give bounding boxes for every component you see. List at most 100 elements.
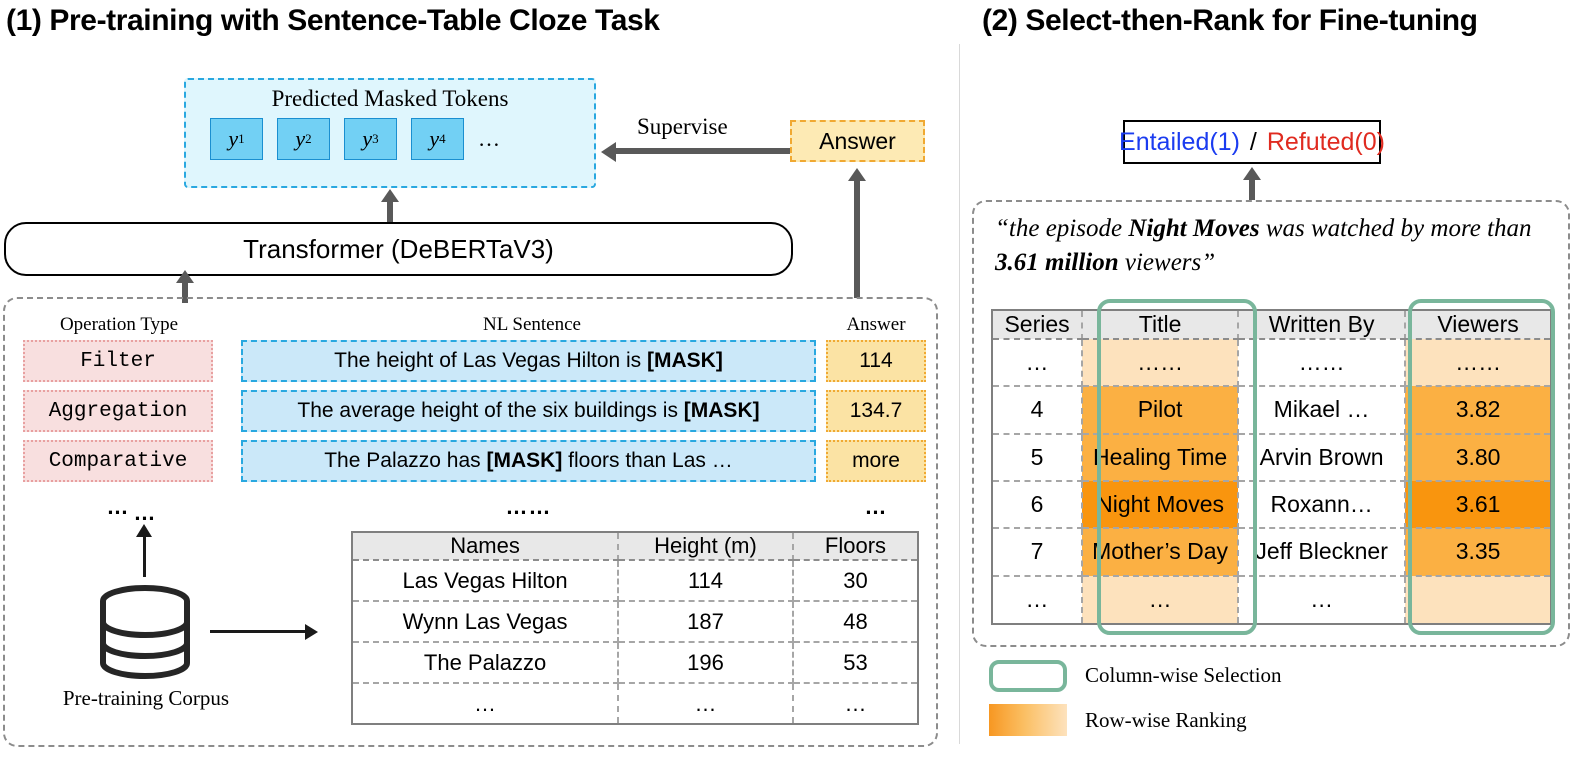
claim-part1: the episode: [1008, 215, 1129, 242]
table-row: … … …: [353, 683, 917, 723]
nl-sentence-mask: [MASK]: [647, 349, 723, 372]
table-row: 5 Healing Time Arvin Brown 3.80: [993, 433, 1550, 482]
left-table-col-height: Height (m): [618, 533, 794, 561]
legend-swatch-row-ranking: [989, 704, 1067, 736]
cell-viewers: 3.35: [1405, 528, 1550, 577]
table-row: 4 Pilot Mikael … 3.82: [993, 386, 1550, 435]
left-table-col-names: Names: [353, 533, 620, 561]
claim-text: “the episode Night Moves was watched by …: [995, 212, 1551, 280]
pretraining-table: Names Height (m) Floors Las Vegas Hilton…: [351, 531, 919, 725]
cell-viewers: 3.80: [1405, 433, 1550, 482]
right-table-col-written-by: Written By: [1238, 311, 1407, 340]
pretraining-data-container: [3, 297, 938, 747]
cell-series: …: [993, 339, 1084, 388]
page-title-right: (2) Select-then-Rank for Fine-tuning: [982, 4, 1478, 37]
operation-type-label: Aggregation: [48, 399, 188, 423]
table-row: Las Vegas Hilton 114 30: [353, 560, 917, 603]
cell-written-by: Jeff Bleckner: [1238, 528, 1407, 577]
answer-arrow-shaft: [854, 180, 860, 298]
cell-series: 5: [993, 433, 1084, 482]
claim-part3: viewers: [1118, 248, 1202, 276]
answer-value: more: [852, 449, 900, 472]
table-header-row: Names Height (m) Floors: [353, 533, 917, 561]
cell-viewers: 3.82: [1405, 386, 1550, 435]
column-header-answer: Answer: [846, 314, 906, 335]
nl-sentence-mask: [MASK]: [486, 449, 563, 472]
tokens-ellipsis: …: [478, 126, 502, 151]
cell-title: Healing Time: [1082, 433, 1240, 482]
claim-bold-number: 3.61 million: [995, 248, 1119, 276]
table-row: … … …: [993, 575, 1550, 623]
transformer-to-tokens-arrow-shaft: [387, 200, 393, 222]
transformer-to-tokens-arrow-head-icon: [381, 189, 399, 202]
token-y3-base: y: [362, 126, 373, 151]
page-title-left: (1) Pre-training with Sentence-Table Clo…: [6, 4, 660, 37]
answer-ellipsis: …: [864, 494, 888, 519]
answer-arrow-head-icon: [848, 168, 866, 181]
nl-sentence-pre: The height of Las Vegas Hilton is: [334, 349, 648, 372]
legend-swatch-column-selection: [989, 660, 1067, 692]
cell-name: Las Vegas Hilton: [353, 560, 620, 603]
cell-written-by: ……: [1238, 339, 1407, 388]
legend-label-column-selection: Column-wise Selection: [1085, 663, 1282, 687]
right-table-col-title: Title: [1082, 311, 1240, 340]
nl-sentence-pre: The Palazzo has: [324, 449, 487, 472]
supervise-label: Supervise: [637, 114, 728, 139]
cell-series: 7: [993, 528, 1084, 577]
operation-type-ellipsis: …: [106, 494, 130, 519]
operation-type-cell-comparative: Comparative: [23, 440, 213, 482]
token-y3-sub: 3: [372, 131, 379, 146]
cell-name: Wynn Las Vegas: [353, 601, 620, 644]
masked-tokens-title: Predicted Masked Tokens: [271, 86, 509, 111]
token-y4-base: y: [429, 126, 440, 151]
table-to-verdict-arrow-shaft: [1249, 178, 1255, 200]
answer-value: 134.7: [849, 399, 903, 422]
column-header-nl-sentence: NL Sentence: [483, 314, 581, 335]
token-y1-base: y: [228, 126, 239, 151]
column-header-operation-type: Operation Type: [59, 314, 179, 335]
right-table-col-series: Series: [993, 311, 1084, 340]
cell-title: Pilot: [1082, 386, 1240, 435]
sentences-to-transformer-arrow-shaft: [182, 281, 188, 303]
sentences-to-transformer-arrow-head-icon: [176, 270, 194, 283]
cell-floors: 53: [792, 642, 917, 685]
cell-title: Mother’s Day: [1082, 528, 1240, 577]
operation-type-label: Filter: [80, 349, 156, 373]
token-y2-base: y: [295, 126, 306, 151]
answer-value: 114: [859, 349, 893, 372]
answer-box-label: Answer: [819, 127, 896, 154]
nl-sentence-mask: [MASK]: [683, 399, 760, 422]
cell-written-by: Arvin Brown: [1238, 433, 1407, 482]
cell-title: ……: [1082, 339, 1240, 388]
database-icon: [93, 585, 198, 680]
claim-open-quote: “: [995, 215, 1009, 242]
corpus-to-table-arrow-shaft: [210, 630, 305, 633]
table-header-row: Series Title Written By Viewers: [993, 311, 1550, 340]
cell-height: 114: [618, 560, 794, 603]
operation-type-cell-aggregation: Aggregation: [23, 390, 213, 432]
cell-floors: …: [844, 690, 867, 716]
transformer-label: Transformer (DeBERTaV3): [243, 233, 554, 264]
token-y4-sub: 4: [439, 131, 446, 146]
cell-height: 196: [618, 642, 794, 685]
cell-height: 187: [618, 601, 794, 644]
nl-sentence-ellipsis: ……: [505, 494, 552, 519]
cell-series: …: [993, 575, 1084, 623]
table-row: 6 Night Moves Roxann… 3.61: [993, 480, 1550, 530]
token-y1-sub: 1: [238, 131, 245, 146]
finetuning-data-container: [972, 200, 1570, 647]
operation-type-label: Comparative: [48, 449, 188, 473]
corpus-label: Pre-training Corpus: [62, 686, 230, 710]
cell-name: The Palazzo: [353, 642, 620, 685]
verdict-entailed-label: Entailed(1): [1119, 127, 1240, 156]
cell-viewers: 3.61: [1405, 480, 1550, 530]
finetuning-table: Series Title Written By Viewers … …… …… …: [991, 309, 1552, 625]
table-row: Wynn Las Vegas 187 48: [353, 601, 917, 644]
cell-written-by: Roxann…: [1238, 480, 1407, 530]
corpus-to-table-arrow-head-icon: [305, 624, 318, 640]
claim-close-quote: ”: [1201, 248, 1216, 276]
supervise-arrow-shaft: [616, 148, 791, 154]
cell-name: …: [353, 683, 620, 723]
